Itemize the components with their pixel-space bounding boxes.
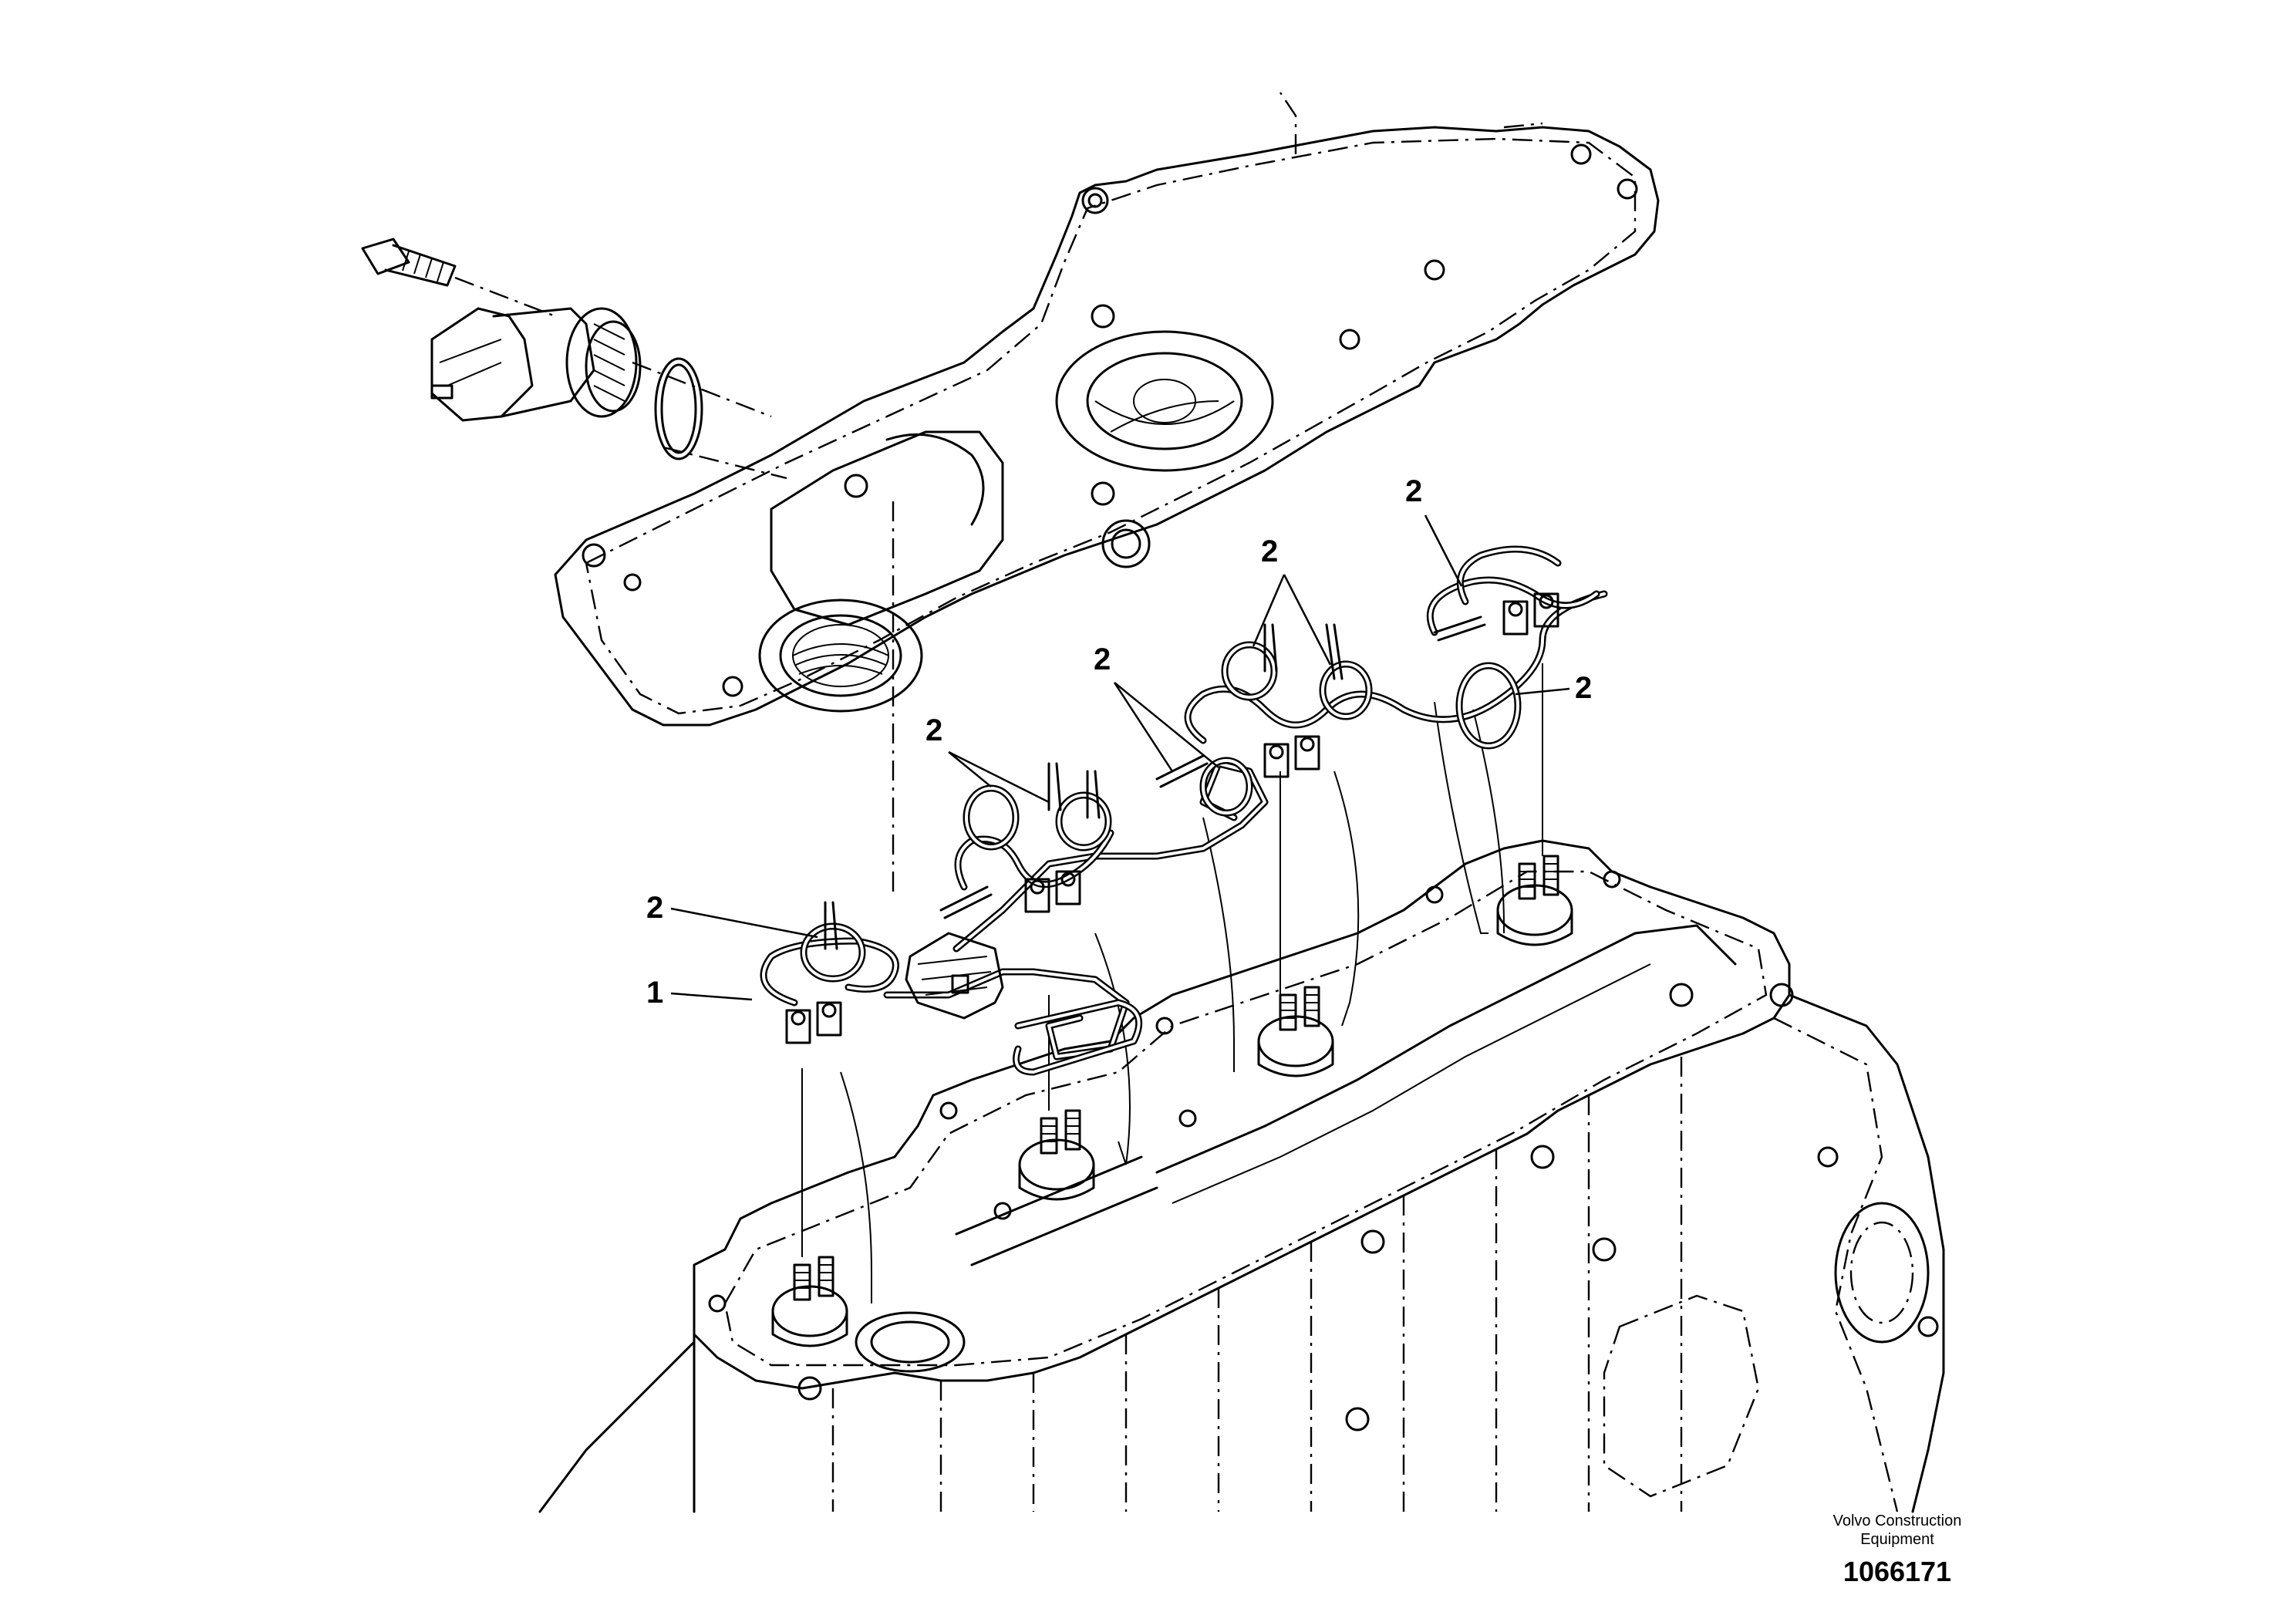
injector-3	[1257, 986, 1334, 1077]
callout-2-f: 2	[1575, 671, 1592, 705]
callout-2-e: 2	[1405, 474, 1422, 508]
callout-labels: 1 2 2 2 2 2 2	[646, 474, 1592, 1010]
assembly-centre-lines	[801, 501, 1543, 1303]
injector-4	[1496, 855, 1573, 946]
speed-sensor-assembly	[361, 238, 787, 480]
manufacturer-credit: Volvo Construction Equipment	[1797, 1512, 1998, 1549]
callout-2-c: 2	[1094, 642, 1111, 676]
callout-1: 1	[646, 976, 663, 1010]
injector-1	[771, 1256, 848, 1347]
document-number: 1066171	[1843, 1556, 1952, 1587]
callout-2-d: 2	[1261, 534, 1278, 568]
callout-2-b: 2	[925, 713, 942, 747]
front-cover-plate	[554, 92, 1660, 727]
injector-2	[1018, 1109, 1095, 1201]
callout-2-a: 2	[646, 891, 663, 925]
credit-line-1: Volvo Construction	[1832, 1512, 1962, 1529]
credit-line-2: Equipment	[1860, 1531, 1934, 1548]
wiring-harness	[760, 545, 1608, 1076]
cylinder-head	[538, 839, 1945, 1513]
